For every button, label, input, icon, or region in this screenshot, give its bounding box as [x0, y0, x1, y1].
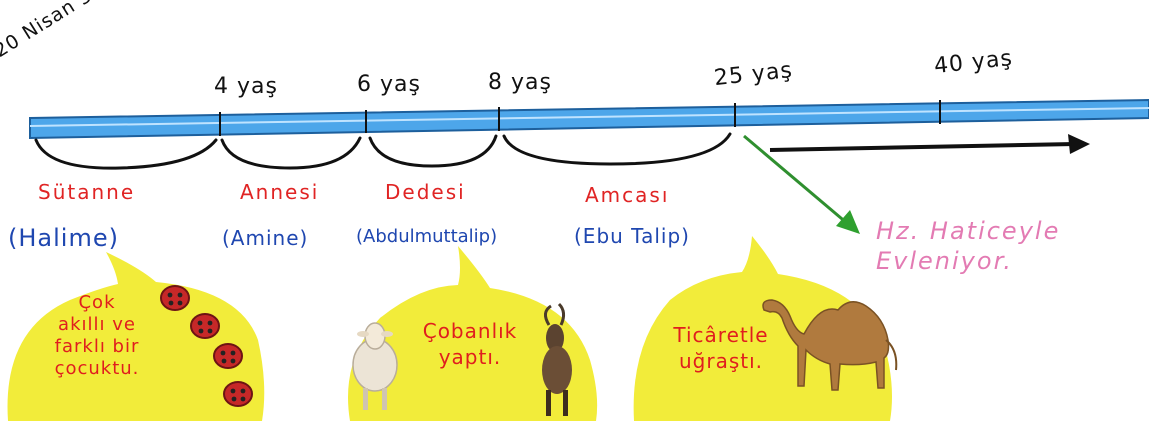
ladybug-icons: [160, 285, 253, 407]
ladybug-icon: [223, 381, 253, 407]
period-name-abdulmuttalip: (Abdulmuttalip): [356, 226, 498, 247]
period-name-ebu-talip: (Ebu Talip): [574, 224, 690, 248]
bracket-halime: [34, 138, 218, 170]
bracket-abdulmuttalip: [368, 134, 498, 168]
period-name-amine: (Amine): [222, 226, 309, 250]
bubble-3-text: Ticâretle uğraştı.: [673, 323, 769, 373]
bubble-1-shape: [7, 252, 265, 421]
sheep-icon: [352, 322, 398, 410]
timeline-bar: [29, 98, 1149, 140]
period-name-halime: (Halime): [8, 224, 119, 252]
camel-icon: [762, 299, 898, 391]
bracket-amine: [220, 136, 362, 170]
bubble-2-shape: [348, 246, 598, 421]
bracket-ebu-talip: [502, 132, 732, 166]
period-brackets: [34, 132, 732, 170]
bubble-2-text: Çobanlık yaptı.: [422, 319, 518, 369]
event-text: Hz. Haticeyle Evleniyor.: [876, 217, 1061, 275]
ladybug-icon: [213, 343, 243, 369]
age-label-8: 8 yaş: [488, 70, 552, 95]
age-label-4: 4 yaş: [214, 74, 278, 99]
period-role-ebu-talip: Amcası: [585, 183, 670, 207]
period-role-amine: Annesi: [240, 180, 320, 204]
period-role-halime: Sütanne: [38, 180, 136, 204]
age-label-6: 6 yaş: [357, 72, 421, 97]
goat-icon: [542, 302, 572, 416]
period-role-abdulmuttalip: Dedesi: [385, 180, 466, 204]
timeline-ticks: [219, 100, 941, 136]
green-arrow: [743, 134, 860, 234]
bubble-3-shape: [633, 236, 892, 421]
black-arrow: [769, 134, 1090, 154]
ladybug-icon: [190, 313, 220, 339]
ladybug-icon: [160, 285, 190, 311]
bubble-1-text: Çok akıllı ve farklı bir çocuktu.: [54, 292, 140, 379]
